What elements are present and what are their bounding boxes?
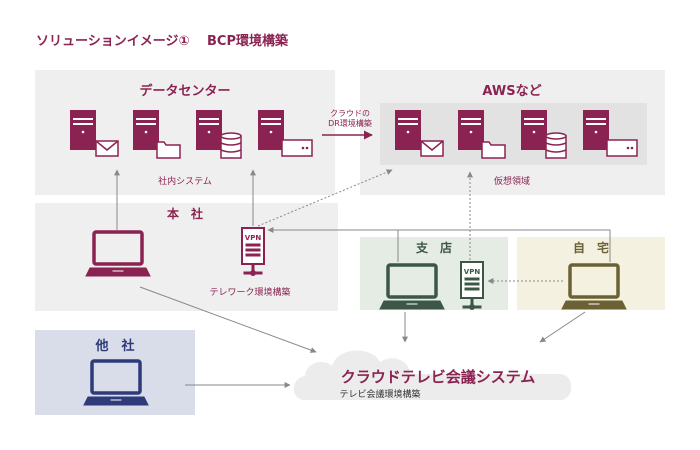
storage-box-icon — [281, 139, 313, 157]
mail-icon — [420, 140, 444, 157]
server-icon — [196, 110, 222, 150]
shiten-vpn-text: VPN — [464, 268, 481, 276]
server-icon — [395, 110, 421, 150]
dr-arrow-label-line2: DR環境構築 — [328, 118, 372, 128]
datacenter-label: データセンター — [139, 83, 230, 99]
server-icon — [70, 110, 96, 150]
jitaku-label: 自 宅 — [573, 240, 609, 255]
database-icon — [545, 132, 567, 159]
folder-icon — [481, 141, 506, 159]
vpn-text: VPN — [245, 234, 262, 242]
connection-lines — [114, 169, 611, 388]
folder-icon — [156, 141, 181, 159]
aws-caption: 仮想領域 — [494, 175, 530, 187]
vpn-caption: テレワーク環境構築 — [209, 286, 290, 298]
honsha-panel — [35, 203, 338, 311]
datacenter-caption: 社内システム — [158, 175, 212, 187]
server-icon — [133, 110, 159, 150]
database-icon — [220, 132, 242, 159]
cloud-shape — [293, 350, 572, 400]
cloud-subtitle: テレビ会議環境構築 — [339, 388, 420, 400]
honsha-label: 本 社 — [167, 206, 203, 221]
dr-arrow-label-line1: クラウドの — [330, 109, 370, 118]
server-icon — [458, 110, 484, 150]
tasha-label: 他 社 — [94, 338, 134, 354]
storage-box-icon — [606, 139, 638, 157]
server-icon — [258, 110, 284, 150]
server-icon — [521, 110, 547, 150]
mail-icon — [95, 140, 119, 157]
aws-label: AWSなど — [482, 84, 541, 99]
cloud-title: クラウドテレビ会議システム — [341, 368, 536, 386]
page-title: ソリューションイメージ① BCP環境構築 — [36, 34, 288, 49]
shiten-label: 支 店 — [415, 240, 452, 255]
server-icon — [583, 110, 609, 150]
